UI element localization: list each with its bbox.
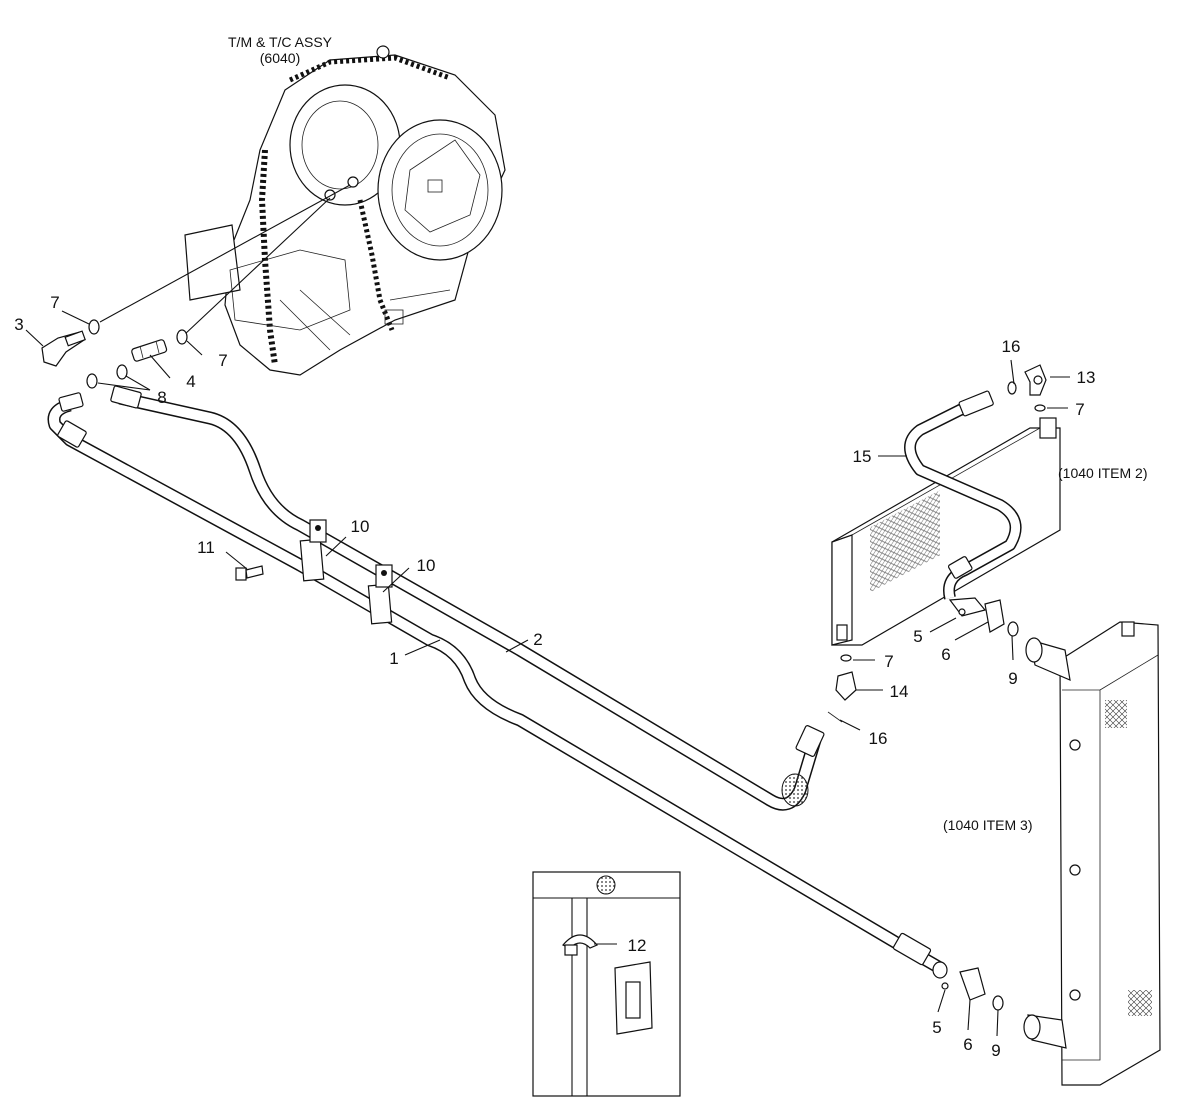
bolt-11: [235, 565, 264, 581]
callout-8: 8: [157, 388, 166, 407]
transmission-assembly: [184, 45, 506, 376]
callout-4: 4: [186, 372, 195, 391]
radiator: [1023, 621, 1161, 1086]
callout-5: 5: [932, 1018, 941, 1037]
callout-7: 7: [1075, 400, 1084, 419]
callout-5: 5: [913, 627, 922, 646]
callout-9: 9: [1008, 669, 1017, 688]
callout-leaders: [25, 310, 1070, 1037]
inset-detail-clamp-12: [532, 871, 681, 1097]
callout-15: 15: [853, 447, 872, 466]
elbow-fitting-3: [41, 330, 86, 367]
clamp-10-b: [367, 564, 393, 625]
callout-12: 12: [628, 936, 647, 955]
clamp-10-a: [299, 519, 327, 582]
hose-15: [904, 390, 1022, 600]
oil-cooler: [831, 417, 1061, 646]
callout-2: 2: [533, 630, 542, 649]
hose-1: [47, 392, 944, 974]
callout-6: 6: [963, 1035, 972, 1054]
assembly-labels: T/M & T/C ASSY (6040) (1040 ITEM 2) (104…: [228, 34, 1147, 833]
small-fittings-right: [827, 381, 1046, 1011]
callout-7: 7: [50, 293, 59, 312]
callout-10: 10: [351, 517, 370, 536]
callout-7: 7: [884, 652, 893, 671]
callout-11: 11: [197, 538, 215, 557]
callout-1: 1: [389, 649, 398, 668]
callout-7: 7: [218, 351, 227, 370]
port-leader-lines: [99, 184, 351, 336]
radiator-reference: (1040 ITEM 3): [943, 817, 1032, 833]
elbow-fitting-13: [1024, 364, 1047, 396]
callout-9: 9: [991, 1041, 1000, 1060]
transmission-title: T/M & T/C ASSY: [228, 34, 333, 50]
callout-10: 10: [417, 556, 436, 575]
callout-3: 3: [14, 315, 23, 334]
callout-16: 16: [1002, 337, 1021, 356]
connector-fitting-4: [131, 339, 168, 362]
callout-numbers: 7 3 7 4 8 10 10 11 1 2 16 13 7 15 5 6 9 …: [14, 293, 1095, 1060]
o-rings-left: [86, 319, 188, 389]
callout-14: 14: [890, 682, 909, 701]
callout-6: 6: [941, 645, 950, 664]
callout-13: 13: [1077, 368, 1096, 387]
oil-cooler-reference: (1040 ITEM 2): [1058, 465, 1147, 481]
transmission-code: (6040): [260, 50, 300, 66]
callout-16: 16: [869, 729, 888, 748]
hose-2: [110, 385, 825, 811]
